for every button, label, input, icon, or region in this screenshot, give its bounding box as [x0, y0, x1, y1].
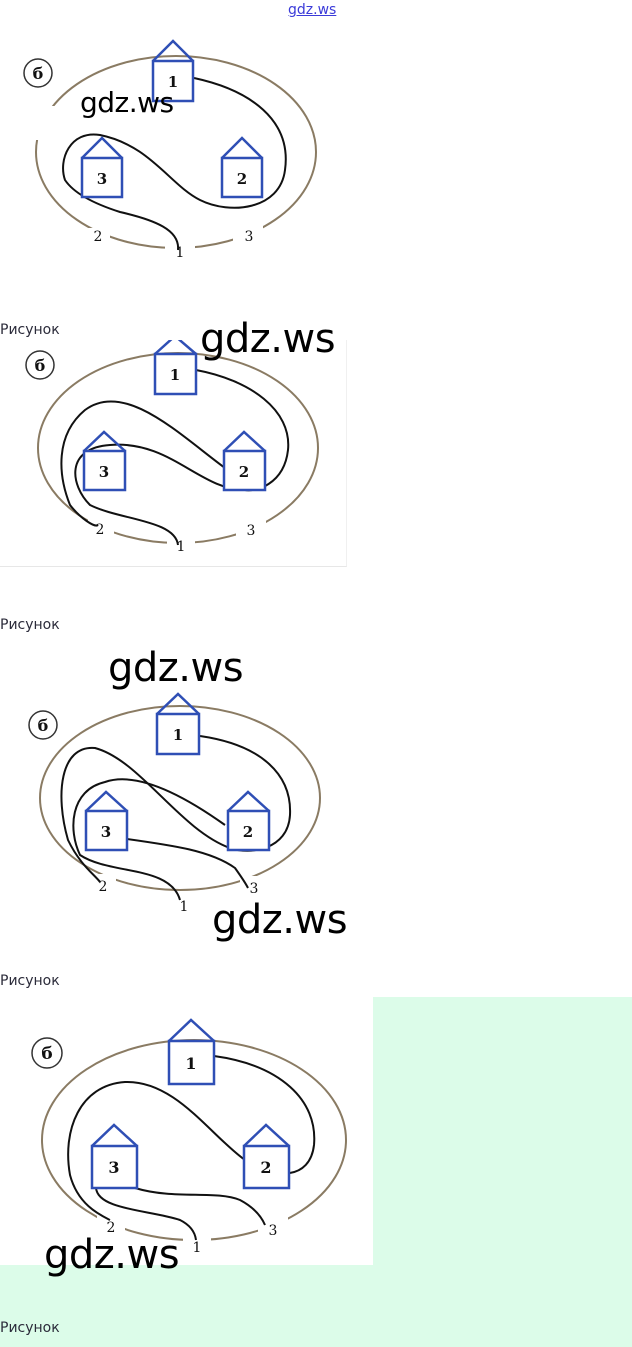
figure-letter-circle [23, 58, 53, 88]
watermark: gdz.ws [108, 645, 244, 691]
route-label-1: 1 [193, 1240, 202, 1256]
house-1-icon [153, 340, 198, 396]
diagram-figure-2: б 1 2 3 2 1 3 [25, 340, 319, 556]
figure-letter: б [33, 64, 44, 83]
house-3-icon [90, 1123, 139, 1190]
house-3-label: 3 [101, 823, 111, 841]
mint-background-bottom [0, 1265, 632, 1347]
house-1-icon [151, 39, 195, 103]
figure-caption: Рисунок [0, 322, 60, 338]
figure-letter-circle [25, 350, 55, 380]
figure-caption: Рисунок [0, 973, 60, 989]
house-2-label: 2 [237, 170, 247, 188]
route-label-3: 3 [247, 523, 256, 539]
house-1-icon [167, 1018, 216, 1086]
figure-letter-circle [28, 710, 58, 740]
house-1-label: 1 [173, 726, 183, 744]
watermark: gdz.ws [200, 316, 336, 362]
route-label-2: 2 [96, 522, 105, 538]
house-3-label: 3 [97, 170, 107, 188]
house-3-label: 3 [99, 463, 109, 481]
house-3-icon [80, 136, 124, 199]
watermark: gdz.ws [80, 86, 174, 119]
house-1-icon [155, 692, 201, 756]
house-1-label: 1 [170, 366, 180, 384]
route-label-3: 3 [250, 881, 259, 897]
house-2-icon [242, 1123, 291, 1190]
figure-letter: б [35, 356, 46, 375]
house-3-label: 3 [108, 1158, 119, 1177]
house-2-label: 2 [243, 823, 253, 841]
house-3-icon [82, 430, 127, 492]
route-label-1: 1 [177, 539, 186, 555]
watermark: gdz.ws [44, 1232, 180, 1278]
house-1-label: 1 [185, 1054, 196, 1073]
house-2-label: 2 [260, 1158, 271, 1177]
figure-letter: б [38, 716, 49, 735]
house-2-icon [226, 790, 271, 852]
route-label-1: 1 [176, 245, 185, 261]
diagram-figure-1: б 1 2 3 2 1 3 [23, 39, 317, 264]
house-2-label: 2 [239, 463, 249, 481]
figure-letter-circle [31, 1037, 63, 1069]
figure-caption: Рисунок [0, 617, 60, 633]
figure-letter: б [41, 1044, 52, 1064]
house-1-label: 1 [168, 73, 178, 91]
route-label-2: 2 [94, 229, 103, 245]
site-link[interactable]: gdz.ws [288, 2, 337, 18]
diagram-figure-4: б 1 2 3 2 1 3 [31, 1018, 347, 1260]
route-label-2: 2 [99, 879, 108, 895]
route-label-3: 3 [245, 229, 254, 245]
house-3-icon [84, 790, 129, 852]
route-label-1: 1 [180, 899, 189, 915]
house-2-icon [220, 136, 264, 199]
route-label-2: 2 [107, 1220, 116, 1236]
house-2-icon [222, 430, 267, 492]
diagram-figure-3: б 1 2 3 2 1 3 [28, 692, 321, 918]
watermark: gdz.ws [212, 897, 348, 943]
figure-caption-bottom: Рисунок [0, 1320, 60, 1336]
route-label-3: 3 [269, 1223, 278, 1239]
